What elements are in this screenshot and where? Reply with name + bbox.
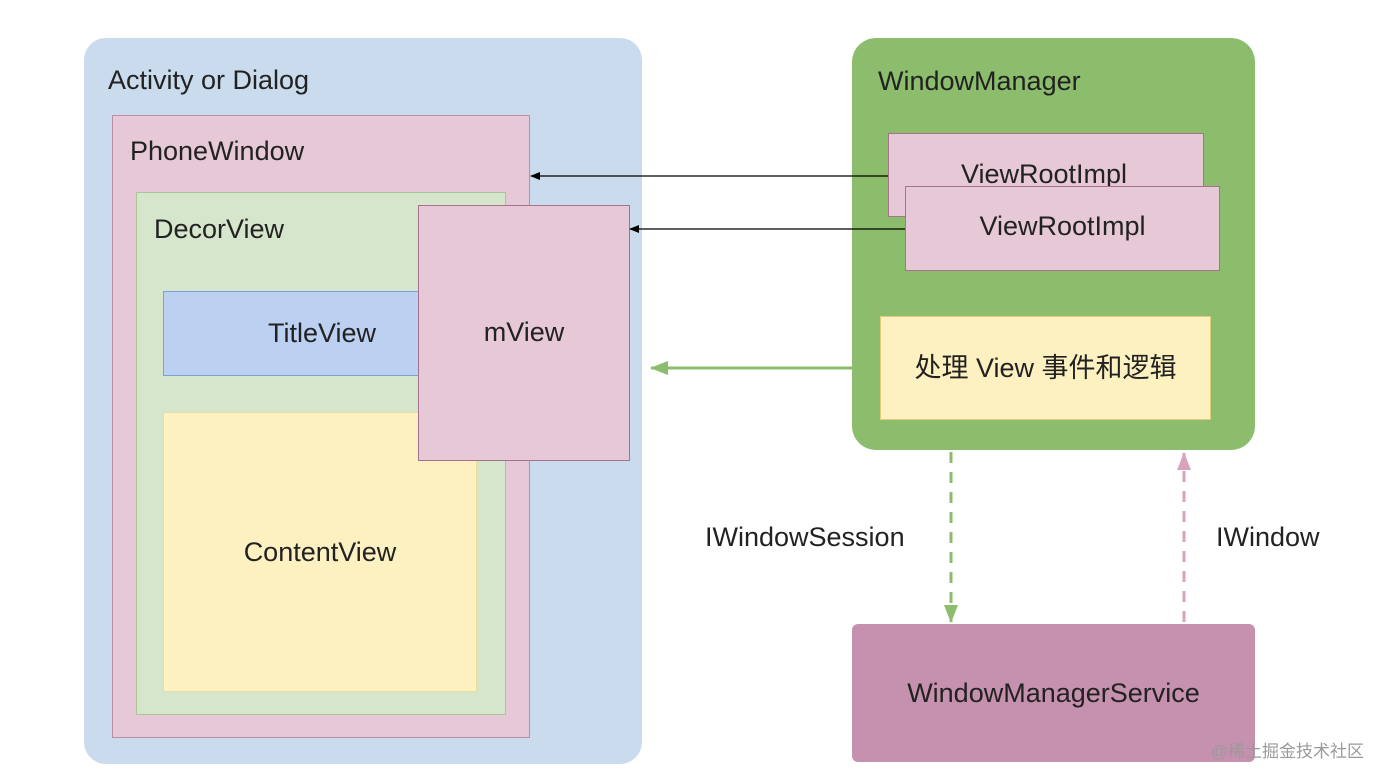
mview-label: mView bbox=[483, 316, 565, 347]
viewrootimpl-front-label: ViewRootImpl bbox=[979, 211, 1146, 241]
watermark: @稀土掘金技术社区 bbox=[1210, 742, 1364, 761]
phonewindow-label: PhoneWindow bbox=[130, 136, 305, 166]
iwindow-label: IWindow bbox=[1216, 522, 1320, 552]
decorview-label: DecorView bbox=[154, 214, 285, 244]
titleview-label: TitleView bbox=[267, 318, 377, 348]
handle-view-events-label: 处理 View 事件和逻辑 bbox=[914, 352, 1177, 383]
titleview-box: TitleView bbox=[163, 291, 425, 376]
windowmanagerservice-label: WindowManagerService bbox=[907, 677, 1200, 708]
viewrootimpl-front-box: ViewRootImpl bbox=[905, 186, 1220, 271]
contentview-label: ContentView bbox=[243, 536, 397, 567]
windowmanager-label: WindowManager bbox=[878, 66, 1081, 96]
handle-view-events-box: 处理 View 事件和逻辑 bbox=[880, 316, 1211, 420]
viewrootimpl-back-label: ViewRootImpl bbox=[960, 158, 1128, 189]
iwindowsession-label: IWindowSession bbox=[705, 522, 905, 552]
windowmanagerservice-box: WindowManagerService bbox=[852, 624, 1255, 762]
mview-box: mView bbox=[418, 205, 630, 461]
activity-or-dialog-label: Activity or Dialog bbox=[108, 65, 310, 95]
